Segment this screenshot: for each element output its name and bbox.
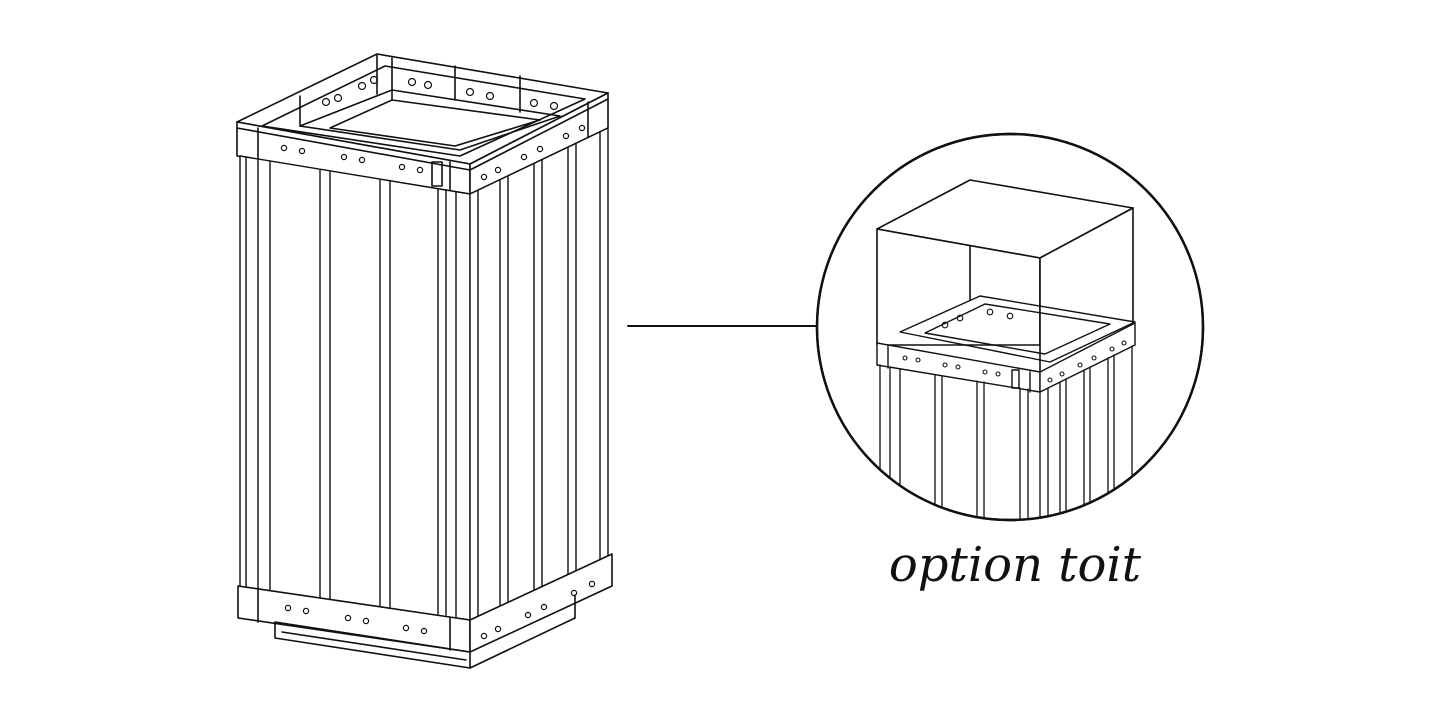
roof-option-detail: [817, 134, 1203, 540]
top-frame: [237, 54, 608, 194]
roof-box: [877, 180, 1133, 380]
detail-bolts: [903, 309, 1126, 382]
litter-bin-main: [237, 54, 612, 668]
side-slats: [470, 128, 608, 620]
front-slats: [240, 156, 470, 620]
frame-bolts: [281, 77, 584, 180]
bottom-bolts: [285, 581, 594, 638]
roof-option-caption: option toit: [888, 537, 1142, 593]
bottom-frame: [238, 554, 612, 668]
